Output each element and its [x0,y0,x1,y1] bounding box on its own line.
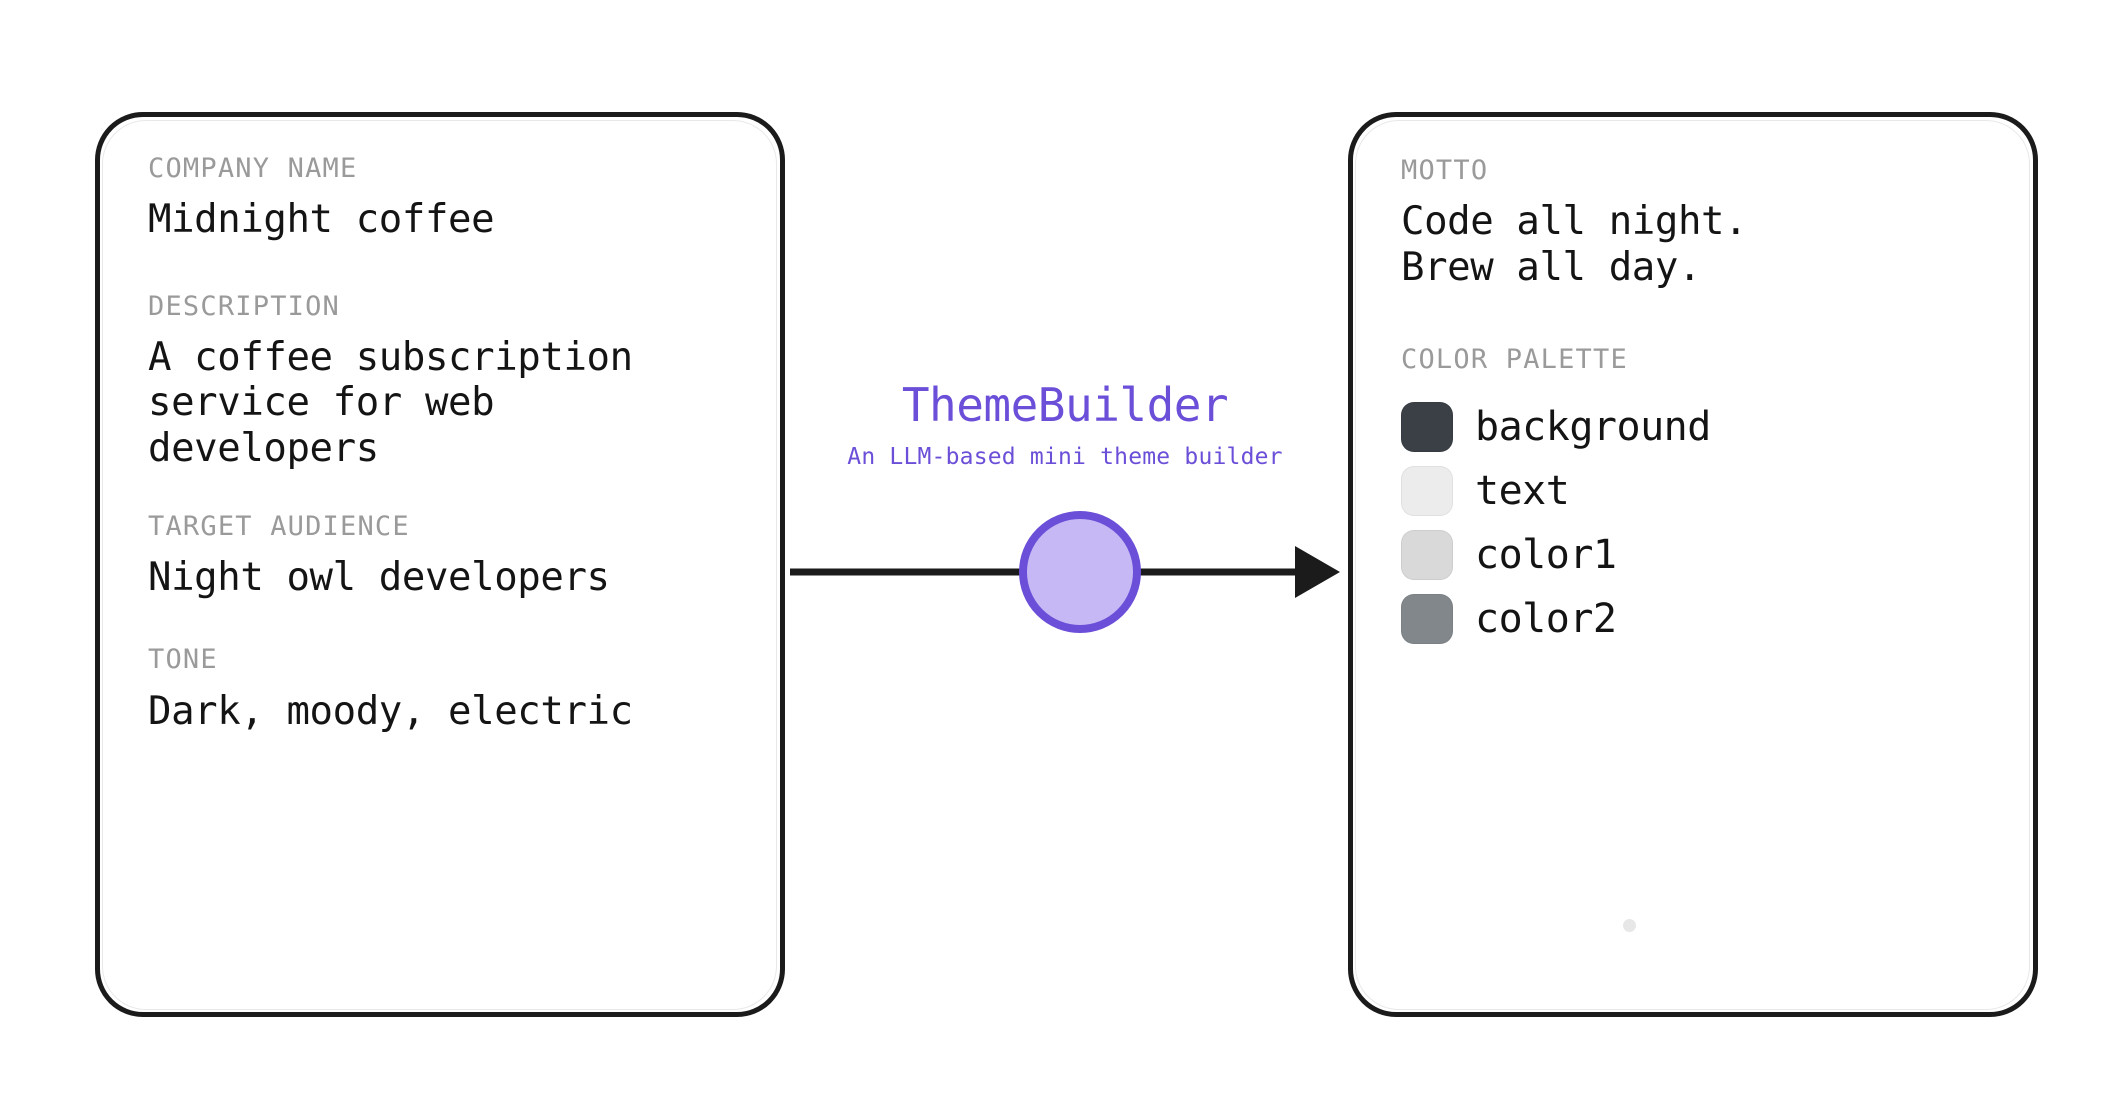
field-label-color-palette: COLOR PALETTE [1401,343,1628,375]
brand-title: ThemeBuilder [901,378,1229,432]
value-line: Dark, moody, electric [148,688,633,734]
value-line: Night owl developers [148,555,610,601]
field-value-target-audience: Night owl developers [148,555,750,600]
field-label-company-name: COMPANY NAME [148,153,358,184]
field-description: DESCRIPTION A coffee subscription servic… [148,289,750,471]
theme-builder-node-circle[interactable] [1019,511,1141,633]
color-swatch-icon[interactable] [1401,530,1453,581]
value-line: Midnight coffee [148,197,495,243]
field-target-audience: TARGET AUDIENCE Night owl developers [148,509,750,601]
field-label-target-audience: TARGET AUDIENCE [148,510,410,542]
palette-item[interactable]: color1 [1401,528,2003,582]
color-swatch-icon[interactable] [1401,402,1453,453]
field-tone: TONE Dark, moody, electric [148,642,750,734]
palette-item-label: color2 [1475,596,1617,643]
value-line: service for web [148,380,495,426]
value-line: developers [148,425,379,471]
palette-overflow-dot [1623,919,1636,932]
value-line: Code all night. [1401,199,1748,245]
field-label-motto: MOTTO [1401,155,1489,186]
field-label-description: DESCRIPTION [148,290,341,322]
color-swatch-icon[interactable] [1401,594,1453,645]
color-palette-list: background text color1 color2 [1401,400,2003,646]
output-panel-body: MOTTO Code all night. Brew all day. COLO… [1401,149,2003,932]
field-color-palette: COLOR PALETTE background text color1 [1401,342,2003,646]
brand-subtitle: An LLM-based mini theme builder [847,443,1283,470]
input-panel-body: COMPANY NAME Midnight coffee DESCRIPTION… [148,149,750,734]
value-line: A coffee subscription [148,335,633,381]
input-brief-panel: COMPANY NAME Midnight coffee DESCRIPTION… [95,112,785,1017]
output-theme-panel: MOTTO Code all night. Brew all day. COLO… [1348,112,2038,1017]
palette-item-label: background [1475,404,1711,451]
field-value-description: A coffee subscription service for web de… [148,335,750,471]
palette-item-label: color1 [1475,532,1617,579]
color-swatch-icon[interactable] [1401,466,1453,517]
center-node-labels: ThemeBuilder An LLM-based mini theme bui… [785,380,1345,470]
field-value-motto: Code all night. Brew all day. [1401,199,2003,289]
field-value-company-name: Midnight coffee [148,197,750,242]
palette-item[interactable]: text [1401,464,2003,518]
field-label-tone: TONE [148,644,218,676]
arrow-head-icon [1295,546,1340,598]
field-value-tone: Dark, moody, electric [148,689,750,734]
field-company-name: COMPANY NAME Midnight coffee [148,151,750,243]
field-motto: MOTTO Code all night. Brew all day. [1401,153,2003,290]
palette-item-label: text [1475,468,1570,515]
flow-arrow-group [790,511,1340,633]
palette-item[interactable]: background [1401,400,2003,454]
palette-item[interactable]: color2 [1401,592,2003,646]
value-line: Brew all day. [1401,244,1702,290]
